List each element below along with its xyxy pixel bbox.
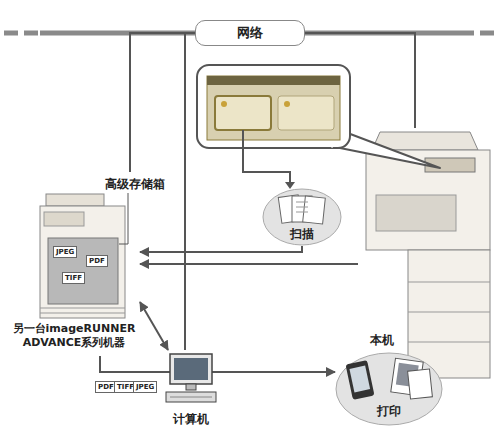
network-box: 网络 <box>195 20 305 46</box>
this-machine-drawing-part <box>425 158 475 172</box>
connector <box>305 33 415 128</box>
file-type-label: PDF <box>86 255 108 267</box>
this-machine-drawing <box>366 132 490 378</box>
other-machine-drawing-part <box>40 206 125 318</box>
this-machine-drawing-part <box>366 150 490 250</box>
other-machine-drawing-part <box>119 193 128 244</box>
other-machine-drawing-part <box>44 212 84 226</box>
screen-callout-part <box>207 76 340 140</box>
other-machine-drawing-part <box>40 308 125 309</box>
other-machine-drawing <box>40 193 128 318</box>
computer-icon-part <box>166 392 216 402</box>
other-machine-drawing-part <box>48 238 118 304</box>
connector <box>185 33 195 350</box>
this-machine-drawing-part <box>408 312 490 313</box>
file-type-label: JPEG <box>53 246 77 258</box>
screen-callout-part <box>330 132 440 168</box>
screen-callout-part <box>221 101 227 107</box>
screen-callout-part <box>197 65 350 148</box>
connector <box>140 246 302 252</box>
computer-icon-part <box>186 384 196 390</box>
other-machine-drawing-part <box>46 194 104 206</box>
this-machine-drawing-part <box>408 250 490 378</box>
computer-icon-part <box>170 354 212 384</box>
node-label: 网络 <box>196 21 304 44</box>
network-bar-part <box>460 31 498 36</box>
callout-label: 高级存储箱 <box>104 177 166 191</box>
screen-callout <box>197 65 440 189</box>
ellipse-shape-part <box>349 366 370 393</box>
machine-node: 本机 <box>358 128 495 378</box>
screen-callout-part <box>285 182 295 189</box>
this-machine-drawing-part <box>376 195 456 231</box>
node-label: 另一台imageRUNNER ADVANCE系列机器 <box>8 322 140 350</box>
ellipse-shape-part <box>296 202 308 203</box>
screen-callout-part <box>331 133 345 147</box>
ellipse-shape-part <box>408 369 433 399</box>
screen-callout-part <box>215 96 271 130</box>
file-type-label: JPEG <box>133 381 157 393</box>
computer-icon-part <box>170 397 212 398</box>
connector <box>140 263 358 265</box>
computer-node: 计算机 <box>158 350 224 430</box>
other-machine-drawing-part <box>40 313 125 314</box>
screen-callout-part <box>278 96 334 130</box>
node-label: 扫描 <box>262 227 342 241</box>
machine-node: 另一台imageRUNNER ADVANCE系列机器 <box>8 172 140 356</box>
screen-callout-part <box>243 130 290 184</box>
node-label: 计算机 <box>158 412 224 426</box>
connector <box>140 302 168 350</box>
print-ellipse: 打印 <box>335 352 443 426</box>
screen-callout-part <box>207 76 340 85</box>
ellipse-shape-part <box>296 207 308 208</box>
connector <box>130 33 195 172</box>
scan-ellipse: 扫描 <box>262 188 342 246</box>
ellipse-shape-part <box>345 360 374 400</box>
ellipse-shape-part <box>336 353 442 425</box>
ellipse-shape-part <box>303 196 326 224</box>
node-label: 本机 <box>370 333 394 347</box>
this-machine-drawing-part <box>408 342 490 343</box>
this-machine-drawing-part <box>372 132 478 150</box>
screen-callout-part <box>284 101 290 107</box>
file-type-label: TIFF <box>62 272 85 284</box>
node-label: 打印 <box>335 404 443 418</box>
ellipse-shape-part <box>263 189 341 245</box>
connector <box>100 356 335 372</box>
this-machine-drawing-part <box>408 282 490 283</box>
network-bar-part <box>4 31 40 36</box>
ellipse-shape-part <box>296 212 308 213</box>
computer-icon-part <box>174 358 208 380</box>
